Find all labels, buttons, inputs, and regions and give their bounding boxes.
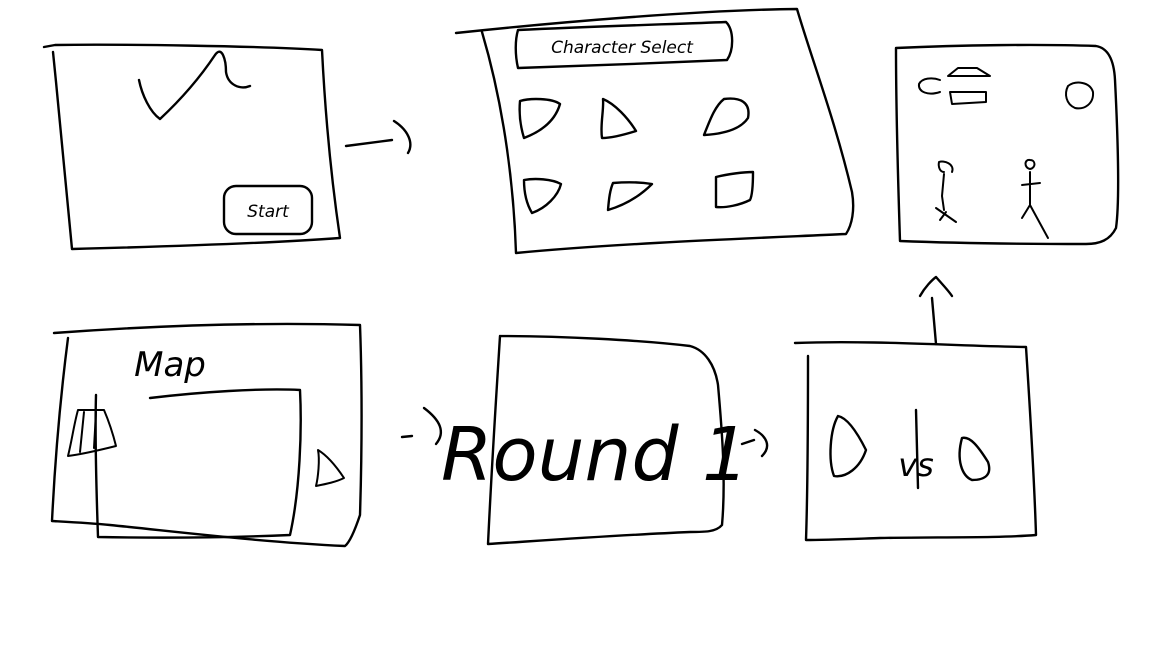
start-button[interactable] <box>222 184 314 236</box>
character-slot-2[interactable] <box>600 97 638 140</box>
arrow-line <box>344 138 394 148</box>
map-location-marker-2[interactable] <box>315 449 345 487</box>
map-location-marker-1[interactable] <box>67 409 117 457</box>
scene-screen <box>894 43 1120 246</box>
character-slot-1[interactable] <box>518 97 562 140</box>
arrow-line <box>400 434 414 439</box>
round-screen: Round 1 <box>441 334 749 546</box>
versus-screen: vs <box>793 340 1038 542</box>
arrow-head <box>392 119 412 155</box>
start-button-label: Start <box>247 202 290 222</box>
arrow-head <box>753 428 769 458</box>
arrow-title-to-select <box>344 119 412 155</box>
arrow-head <box>422 406 443 446</box>
round-title: Round 1 <box>441 412 749 498</box>
character-select-header-label: Character Select <box>551 38 694 58</box>
title-screen: Start <box>42 43 342 251</box>
arrow-map-to-round <box>400 406 443 446</box>
map-frame <box>50 322 363 548</box>
scene-fighter-one-figure <box>935 160 957 223</box>
scene-ball-icon <box>1065 81 1095 110</box>
versus-frame <box>793 340 1038 542</box>
map-title: Map <box>134 345 206 385</box>
title-logo-scribble <box>137 50 252 121</box>
scene-player-one-icon <box>917 77 941 95</box>
scene-hat-icon <box>947 67 991 105</box>
scene-frame <box>894 43 1120 246</box>
arrow-line <box>740 438 756 446</box>
map-area[interactable] <box>94 388 302 539</box>
character-slot-5[interactable] <box>606 181 654 212</box>
versus-fighter-left[interactable] <box>829 414 868 478</box>
character-select-screen: Character Select <box>454 7 855 255</box>
character-slot-6[interactable] <box>714 170 755 209</box>
character-select-header-box[interactable] <box>514 20 734 70</box>
arrow-round-to-versus <box>740 428 769 458</box>
title-screen-frame <box>42 43 342 251</box>
character-select-frame <box>454 7 855 255</box>
arrow-line <box>930 296 938 346</box>
character-slot-4[interactable] <box>522 177 563 215</box>
arrow-head <box>918 275 954 298</box>
map-screen: Map <box>50 322 363 548</box>
scene-fighter-two-figure <box>1021 158 1049 239</box>
versus-divider-line <box>914 408 920 490</box>
character-slot-3[interactable] <box>702 97 750 137</box>
arrow-versus-to-scene <box>918 275 954 346</box>
round-frame <box>486 334 725 546</box>
versus-fighter-right[interactable] <box>958 436 991 482</box>
